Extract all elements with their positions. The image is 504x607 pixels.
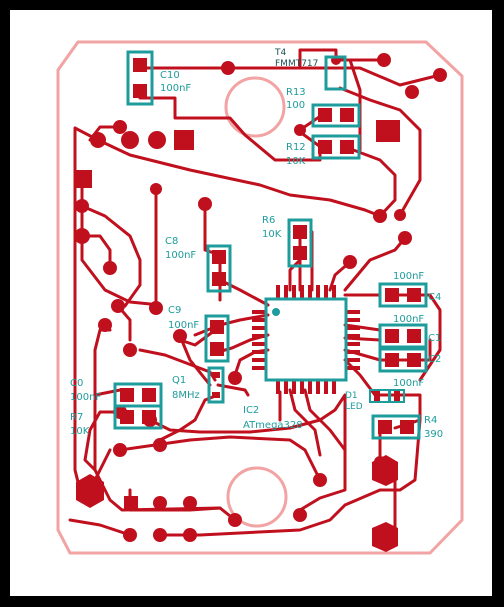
large-pads bbox=[74, 120, 400, 552]
label-r13-value: 100 bbox=[286, 100, 305, 111]
label-r7-value: 10K bbox=[70, 426, 90, 437]
mounting-hole-bottom bbox=[226, 466, 288, 528]
label-t4-value: FMMT717 bbox=[275, 59, 318, 69]
vias bbox=[74, 53, 447, 527]
label-q1-ref: Q1 bbox=[172, 375, 186, 386]
label-c10-ref: C10 bbox=[160, 70, 180, 81]
label-c0-value: 100nF bbox=[70, 392, 101, 403]
component-footprints bbox=[113, 50, 428, 440]
label-r12-ref: R12 bbox=[286, 142, 306, 153]
label-t4-ref: T4 bbox=[274, 48, 286, 58]
label-c9-value: 100nF bbox=[168, 320, 199, 331]
label-c10-value: 100nF bbox=[160, 83, 191, 94]
label-ic2-ref: IC2 bbox=[243, 405, 259, 416]
label-r12-value: 10K bbox=[286, 156, 306, 167]
label-c9-ref: C9 bbox=[168, 305, 181, 316]
ic2-chip bbox=[252, 285, 360, 394]
label-c4-ref: C4 bbox=[428, 292, 441, 303]
label-d1-value: LED bbox=[345, 402, 363, 412]
label-c1-ref: C1 bbox=[428, 333, 441, 344]
label-r13-ref: R13 bbox=[286, 87, 306, 98]
label-c8-value: 100nF bbox=[165, 250, 196, 261]
label-c4-value: 100nF bbox=[393, 271, 424, 282]
label-r4-value: 390 bbox=[424, 429, 443, 440]
label-c2-value: 100nF bbox=[393, 378, 424, 389]
label-c8-ref: C8 bbox=[165, 236, 178, 247]
silkscreen-labels: C10 100nF T4 FMMT717 R13 100 R12 10K R6 … bbox=[70, 48, 443, 440]
label-r6-ref: R6 bbox=[262, 215, 275, 226]
label-q1-value: 8MHz bbox=[172, 390, 200, 401]
label-ic2-value: ATmega328 bbox=[243, 420, 303, 431]
label-r4-ref: R4 bbox=[424, 415, 437, 426]
label-r7-ref: R7 bbox=[70, 412, 83, 423]
label-r6-value: 10K bbox=[262, 229, 282, 240]
label-c2-ref: C2 bbox=[428, 354, 441, 365]
mounting-hole-top bbox=[224, 76, 286, 138]
label-c1-value: 100nF bbox=[393, 314, 424, 325]
label-c0-ref: C0 bbox=[70, 378, 83, 389]
label-d1-ref: D1 bbox=[345, 391, 358, 401]
board-outline bbox=[56, 40, 464, 555]
